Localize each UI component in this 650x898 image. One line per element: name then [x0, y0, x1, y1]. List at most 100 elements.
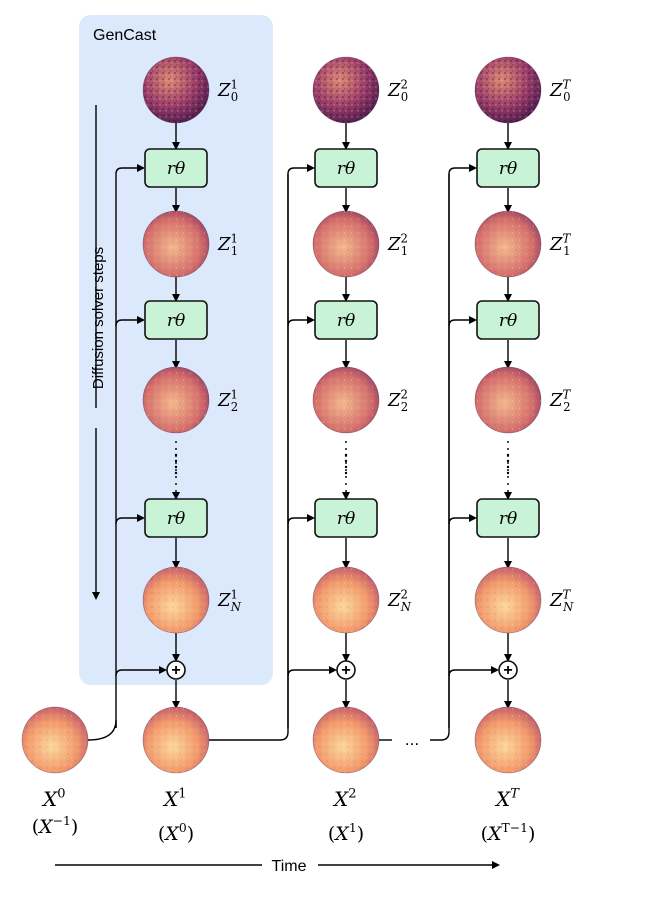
solver-label: rθ: [167, 509, 185, 529]
label-base: X: [41, 787, 58, 811]
globe-texture: [143, 367, 209, 433]
ellipsis-dot: [506, 459, 510, 463]
label-sub: 0: [563, 90, 570, 104]
plus-symbol: +: [341, 662, 350, 679]
label-sup: T: [563, 587, 572, 601]
plus-circle: [166, 660, 186, 680]
ellipsis-dot: [174, 471, 178, 475]
label-base: X: [163, 823, 180, 845]
solver-box: [476, 300, 540, 340]
label-base: X: [332, 787, 349, 811]
label-sup: 2: [348, 787, 356, 802]
ellipsis-dot: [344, 465, 348, 469]
label-base: Z: [217, 234, 231, 255]
label-sup: 1: [178, 787, 186, 802]
globe-rim: [474, 56, 542, 124]
globe-rim: [142, 566, 210, 634]
ellipsis-dot: [174, 459, 178, 463]
condition-line-plus: [115, 666, 167, 677]
label-sup: 2: [401, 231, 408, 245]
condition-line-3: [115, 514, 145, 525]
label-base: Z: [217, 390, 231, 411]
state-globe: [312, 706, 380, 774]
label-base: Z: [387, 80, 401, 101]
globe-rim: [21, 706, 89, 774]
globe-texture: [143, 707, 209, 773]
globe-rim: [312, 366, 380, 434]
solver-step-1: rθ: [314, 148, 378, 188]
label-sup: T: [563, 387, 572, 401]
condition-line-1: [115, 164, 145, 728]
initial-state-globe: [21, 706, 89, 774]
globe-noise-texture: [313, 57, 379, 123]
solver-step-2: rθ: [144, 300, 208, 340]
label-sup: 0: [57, 787, 65, 802]
label-sub: 1: [563, 244, 570, 258]
solver-step-N: rθ: [144, 498, 208, 538]
condition-line-3: [287, 514, 315, 525]
solver-box: [314, 148, 378, 188]
globe-texture: [475, 211, 541, 277]
condition-line-1: [448, 164, 477, 728]
solver-label: rθ: [167, 311, 185, 331]
solver-step-1: rθ: [476, 148, 540, 188]
prev-state-label: (X0): [158, 821, 194, 845]
label-base: Z: [387, 234, 401, 255]
solver-step-1: rθ: [144, 148, 208, 188]
solver-step-2: rθ: [314, 300, 378, 340]
denoise-globe-z2: [142, 366, 210, 434]
initial-prev-label: (X−1): [32, 814, 79, 838]
label-base: Z: [549, 80, 563, 101]
label-sup: 2: [401, 77, 408, 91]
label-base: X: [37, 816, 54, 838]
label-sup: 2: [401, 587, 408, 601]
condition-line-3: [448, 514, 477, 525]
label-sup: 1: [231, 587, 238, 601]
globe-rim: [142, 366, 210, 434]
denoise-globe-z2: [312, 366, 380, 434]
globe-rim: [474, 566, 542, 634]
time-axis-label: Time: [272, 858, 307, 875]
label-base: Z: [549, 390, 563, 411]
label-sub: 1: [401, 244, 408, 258]
label-sub: 0: [231, 90, 238, 104]
state-label: XT: [494, 787, 520, 811]
plus-circle: [336, 660, 356, 680]
condition-line-2: [287, 316, 315, 327]
label-sup: T: [563, 77, 572, 91]
condition-line-2: [448, 316, 477, 327]
label-sub: N: [230, 600, 242, 614]
denoise-globe-zN: [474, 566, 542, 634]
globe-texture: [22, 707, 88, 773]
solver-box: [144, 148, 208, 188]
globe-texture: [143, 211, 209, 277]
globe-rim: [312, 56, 380, 124]
globe-texture: [313, 211, 379, 277]
ellipsis-dot: [174, 465, 178, 469]
condition-line-1: [287, 164, 315, 728]
ellipsis-dot: [506, 471, 510, 475]
label-base: Z: [549, 590, 563, 611]
initial-state-label: X0: [41, 787, 66, 811]
label-base: Z: [549, 234, 563, 255]
condition-line-plus: [287, 666, 337, 677]
condition-line-2: [115, 316, 145, 327]
label-base: Z: [387, 390, 401, 411]
solver-box: [476, 498, 540, 538]
globe-texture: [475, 567, 541, 633]
label-base: Z: [387, 590, 401, 611]
globe-texture: [143, 567, 209, 633]
solver-label: rθ: [167, 159, 185, 179]
globe-rim: [312, 210, 380, 278]
label-sub: 1: [231, 244, 238, 258]
solver-label: rθ: [499, 311, 517, 331]
solver-box: [314, 498, 378, 538]
